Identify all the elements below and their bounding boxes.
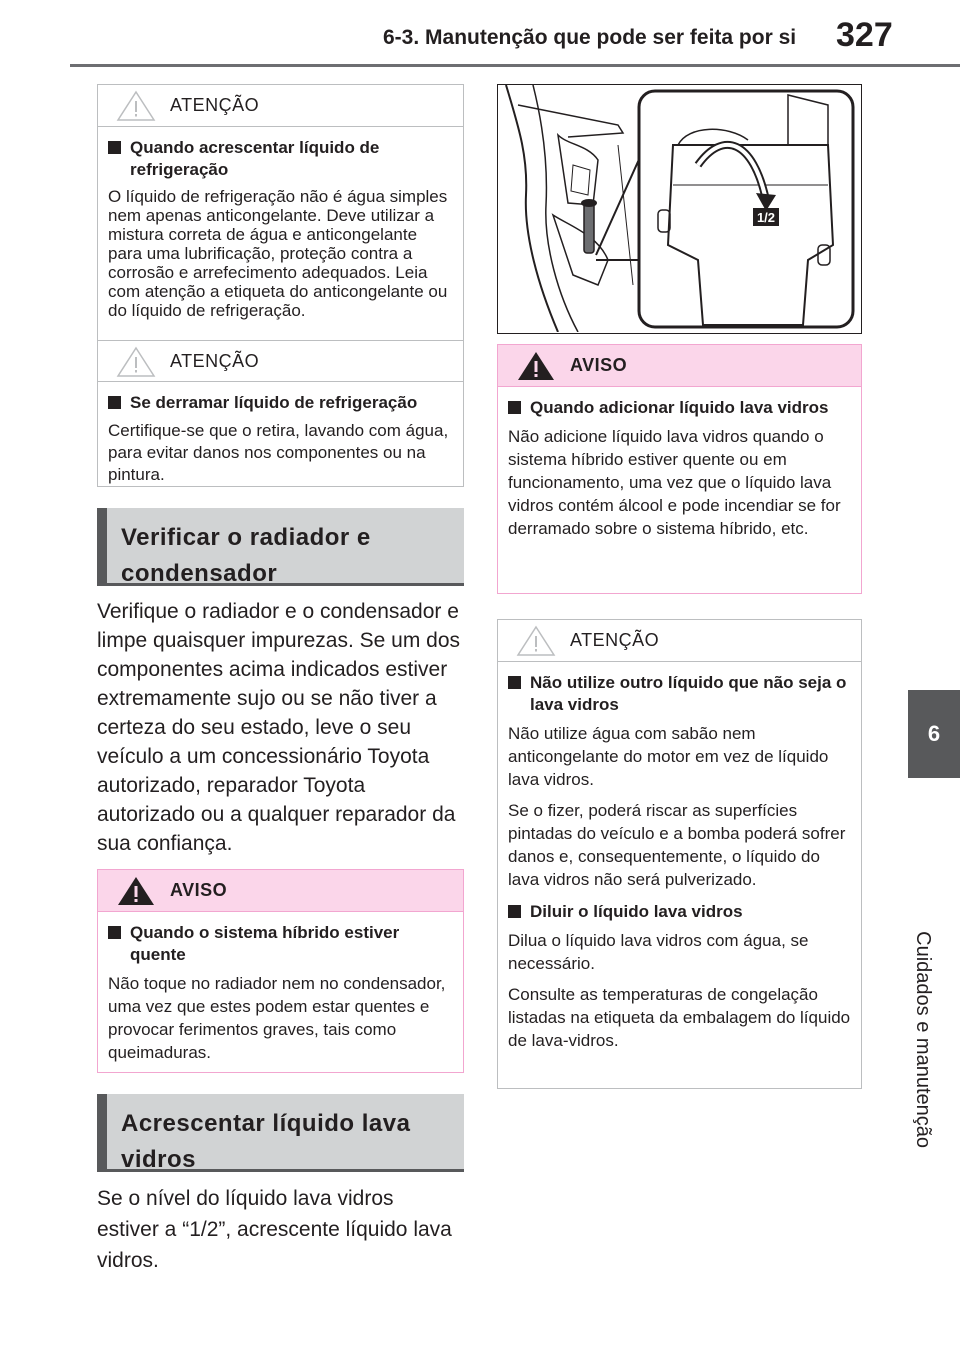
bullet-square-icon: [508, 401, 521, 414]
warning-box-washer-add: AVISO Quando adicionar líquido lava vidr…: [497, 344, 862, 594]
warning-header: AVISO: [98, 870, 463, 912]
item-title: Quando adicionar líquido lava vidros: [508, 397, 851, 419]
item-text: Consulte as temperaturas de congelação l…: [508, 985, 851, 1050]
caution-box-washer-fluid: ATENÇÃO Não utilize outro líquido que nã…: [497, 619, 862, 1089]
engine-bay-drawing: 1/2: [505, 84, 855, 333]
item-text: Não toque no radiador nem no condensador…: [108, 974, 446, 1062]
warning-label: AVISO: [570, 355, 628, 375]
warning-label: AVISO: [170, 880, 228, 900]
header-rule: [70, 64, 960, 67]
caution-label: ATENÇÃO: [170, 350, 260, 371]
caution-triangle-icon: [116, 90, 156, 121]
warning-triangle-icon: [518, 352, 554, 380]
warning-header: AVISO: [498, 345, 861, 387]
caution-label: ATENÇÃO: [570, 630, 660, 650]
bullet-square-icon: [508, 676, 521, 689]
item-text: O líquido de refrigeração não é água sim…: [108, 187, 448, 320]
chapter-title: Cuidados e manutenção: [912, 931, 934, 1148]
item-title: Diluir o líquido lava vidros: [508, 901, 851, 923]
item-title: Se derramar líquido de refrigeração: [108, 392, 453, 414]
caution-header: ATENÇÃO: [98, 85, 463, 127]
chapter-tab: 6: [908, 690, 960, 778]
item-text: Se o fizer, poderá riscar as superfícies…: [508, 801, 846, 889]
bullet-square-icon: [108, 926, 121, 939]
caution-box-coolant: ATENÇÃO Quando acrescentar líquido de re…: [97, 84, 464, 487]
bullet-square-icon: [108, 396, 121, 409]
body-paragraph: Se o nível do líquido lava vidros estive…: [97, 1187, 452, 1272]
warning-triangle-icon: [118, 877, 154, 905]
item-text: Dilua o líquido lava vidros com água, se…: [508, 931, 809, 973]
bullet-square-icon: [508, 905, 521, 918]
item-title: Quando o sistema híbrido estiver quente: [108, 922, 453, 966]
section-title: 6-3. Manutenção que pode ser feita por s…: [383, 26, 797, 49]
item-text: Certifique-se que o retira, lavando com …: [108, 421, 449, 484]
warning-box-hot-system: AVISO Quando o sistema híbrido estiver q…: [97, 869, 464, 1073]
section-heading-washer: Acrescentar líquido lava vidros: [97, 1094, 464, 1173]
item-text: Não utilize água com sabão nem anticonge…: [508, 724, 829, 789]
item-title: Não utilize outro líquido que não seja o…: [508, 672, 851, 716]
caution-triangle-icon: [516, 625, 556, 656]
section-heading-radiator: Verificar o radiador e condensador: [97, 508, 464, 587]
caution-triangle-icon: [116, 346, 156, 377]
body-paragraph: Verifique o radiador e o condensador e l…: [97, 600, 461, 855]
caution-header: ATENÇÃO: [98, 340, 463, 382]
washer-reservoir-illustration: 1/2: [497, 84, 862, 334]
page-number: 327: [836, 16, 893, 54]
bullet-square-icon: [108, 141, 121, 154]
item-title: Quando acrescentar líquido de refrigeraç…: [108, 137, 453, 181]
caution-header: ATENÇÃO: [498, 620, 861, 662]
level-mark-label: 1/2: [757, 210, 775, 225]
item-text: Não adicione líquido lava vidros quando …: [508, 427, 841, 538]
caution-label: ATENÇÃO: [170, 95, 260, 115]
